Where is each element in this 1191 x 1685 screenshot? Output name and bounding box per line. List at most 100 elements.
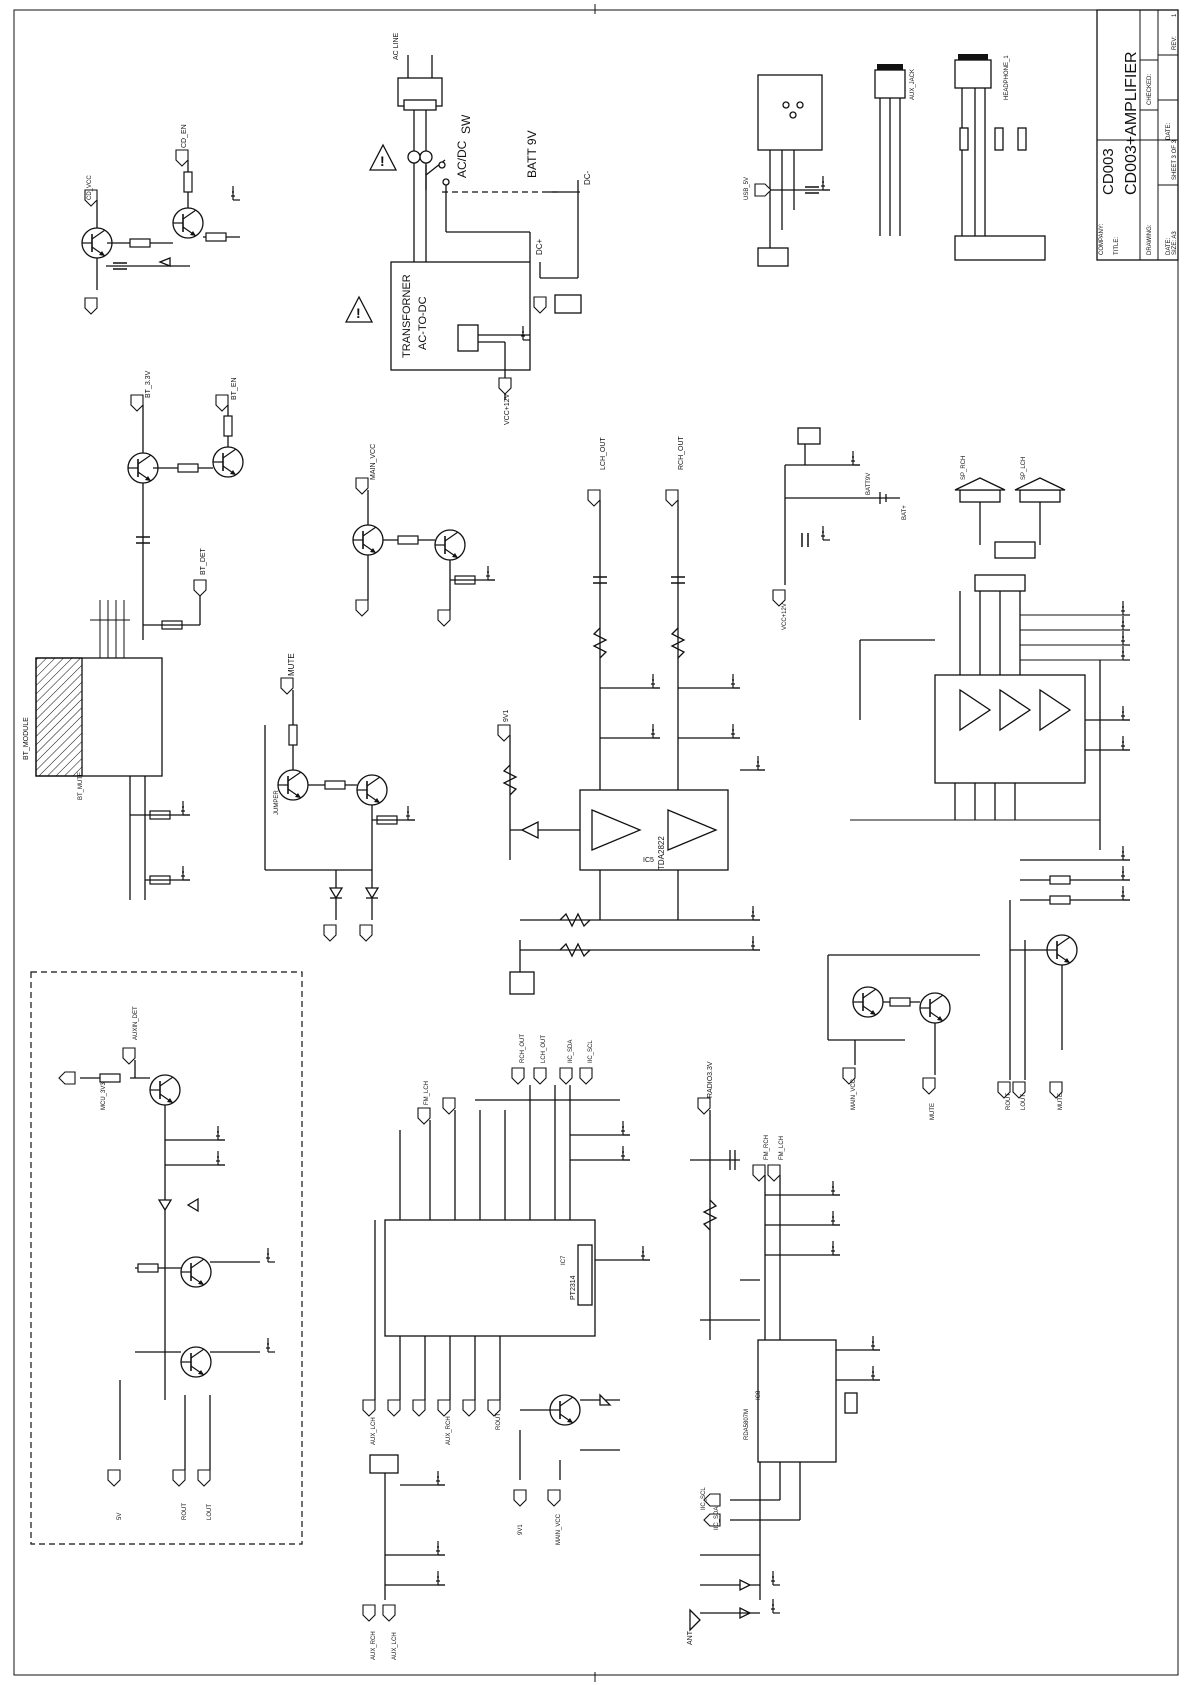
usb-5v-label: USB_5V	[744, 177, 750, 200]
mcu-3v-label: MCU_3V3	[101, 1082, 107, 1110]
usb-section: USB_5V HEADPHONE_1 AUX_JACK	[744, 54, 1046, 267]
bt-3v-label: BT_3.3V	[145, 370, 152, 398]
power-section: AC LINE ! ! AC/DC SW BATT 9V DC-	[344, 32, 592, 425]
sp-rch-label: SP_RCH	[961, 456, 967, 480]
headphone-label: HEADPHONE_1	[1004, 55, 1010, 100]
radio-section: RDA5807M IC8 RADIO3.3V FM_RCH FM_LCH	[687, 1061, 881, 1645]
pt-fm-lch: FM_LCH	[424, 1081, 430, 1105]
antenna-icon	[689, 1608, 701, 1632]
sheet-border	[13, 9, 1179, 1676]
pt2314-box	[384, 1219, 596, 1337]
title-block: COMPANY: CD003 TITLE: CD003+AMPLIFIER DR…	[1096, 9, 1179, 261]
main-vcc-label: MAIN_VCC	[370, 444, 377, 480]
pt2314-label: PT2314	[570, 1275, 577, 1300]
title-sheet-label: SHEET 3 OF 3	[1172, 139, 1178, 180]
ic7-label: IC7	[561, 1255, 567, 1265]
mute-label-2: MUTE	[930, 1103, 936, 1120]
cd-en-label: CD_EN	[181, 124, 188, 148]
pt-lch-out: LCH_OUT	[541, 1035, 547, 1063]
title-company-label: COMPANY:	[1099, 223, 1105, 255]
bt-det-label: BT_DET	[200, 547, 207, 575]
v9-label: 9V1	[503, 709, 510, 722]
pt-rout: ROUT	[496, 1413, 502, 1430]
warning-icon	[368, 143, 398, 171]
rch-out-label-2: ROUT	[1006, 1093, 1012, 1110]
pt-scl: IIC_SCL	[588, 1040, 594, 1063]
headphone-jack	[954, 59, 992, 89]
speaker-r	[954, 477, 1006, 491]
title-checked-label: CHECKED:	[1147, 74, 1153, 105]
tda-section: IC5 TDA2822 LCH_OUT RCH_OUT 9V1	[497, 435, 766, 995]
vcc12-label-1: VCC+12V	[504, 393, 511, 425]
dc-minus-label: DC-	[583, 170, 592, 185]
cd-vcc-label: CD_VCC	[87, 175, 93, 200]
v5-label: 5V	[117, 1513, 123, 1520]
mute-label: MUTE	[287, 653, 296, 676]
main-vcc-section: MAIN_VCC MUTE JUMPER	[264, 444, 496, 942]
rout-label: ROUT	[182, 1503, 188, 1520]
aux-jack-label: AUX_JACK	[910, 69, 916, 100]
fm-lch-label: FM_LCH	[779, 1136, 785, 1160]
pt-main-vcc: MAIN_VCC	[556, 1513, 562, 1545]
pt-aux-lch: AUX_LCH	[371, 1417, 377, 1445]
title-main: CD003+AMPLIFIER	[1123, 51, 1140, 195]
sw-label: SW	[459, 114, 473, 134]
bat-plus-label: BAT+	[902, 505, 908, 520]
vcc12-label-2: VCC+12V	[782, 603, 788, 630]
power-amp-section: BATT9V BAT+ VCC+12V SP_RCH SP_LCH	[772, 427, 1131, 1120]
title-date-label: DATE:	[1166, 237, 1172, 255]
cd-section: CD_VCC CD_EN	[81, 124, 241, 315]
lch-out-label-2: LOUT	[1021, 1094, 1027, 1110]
ac-to-dc-label: AC-TO-DC	[417, 296, 429, 350]
warning-icon-2	[344, 295, 374, 323]
aux-lch-label: AUX_LCH	[392, 1632, 398, 1660]
title-date-mid: DATE:	[1166, 122, 1172, 140]
title-rev-label: REV:	[1172, 36, 1178, 50]
rda-box	[757, 1339, 837, 1463]
iic-scl-label: IIC_SCL	[701, 1487, 707, 1510]
aux-det-label: AUXIN_DET	[133, 1006, 139, 1040]
title-drawing-label: DRAWING:	[1147, 224, 1153, 255]
bt-mute-label: BT_MUTE	[78, 772, 84, 800]
dc-plus-label: DC+	[535, 238, 544, 255]
ant-label: ANT	[687, 1630, 694, 1645]
aux-section: MCU_3V3 AUXIN_DET 5V ROUT LOUT	[30, 971, 303, 1545]
sp-lch-label: SP_LCH	[1021, 457, 1027, 480]
bt-section: BT_MODULE BT_3.3V BT_EN BT_DET	[23, 370, 244, 900]
transformer-label: TRANSFORNER	[401, 274, 413, 358]
usb-connector	[757, 74, 823, 151]
radio-3v3-label: RADIO3.3V	[707, 1061, 714, 1098]
iic-sda-label: IIC_SDA	[714, 1507, 720, 1530]
batt-9v-label: BATT9V	[866, 473, 872, 495]
aux-dashed-box	[30, 971, 303, 1545]
power-amp-box	[934, 674, 1086, 784]
pt-9v: 9V1	[518, 1524, 524, 1535]
bt-module-label: BT_MODULE	[23, 717, 30, 760]
svg-text:!: !	[356, 305, 361, 321]
speaker-l	[1014, 477, 1066, 491]
tda-ic5-label: IC5	[643, 857, 654, 864]
title-title-label: TITLE:	[1114, 237, 1120, 255]
rda-label: RDA5807M	[744, 1409, 750, 1440]
tda-label: TDA2822	[657, 836, 666, 870]
rch-out-label: RCH_OUT	[678, 435, 685, 470]
fm-rch-label: FM_RCH	[764, 1135, 770, 1160]
pt2314-section: PT2314 IC7 FM_LCH RCH_OUT LCH_OUT IIC_SD…	[362, 1034, 651, 1660]
pt-rch-out: RCH_OUT	[520, 1034, 526, 1063]
pt-sda: IIC_SDA	[568, 1040, 574, 1063]
pt-aux-rch: AUX_RCH	[446, 1416, 452, 1445]
lout-label: LOUT	[207, 1504, 213, 1520]
jumper-label: JUMPER	[274, 790, 280, 815]
title-size-label: SIZE: A3	[1172, 231, 1178, 255]
main-vcc-label-2: MAIN_VCC	[851, 1078, 857, 1110]
transformer-box	[390, 261, 531, 371]
acdc-label: AC/DC	[455, 140, 469, 178]
bt-module-hatch	[35, 657, 83, 777]
title-model: CD003	[1100, 148, 1117, 195]
aux-rch-label: AUX_RCH	[371, 1631, 377, 1660]
title-rev-value: 1	[1172, 13, 1178, 17]
lch-out-label: LCH_OUT	[600, 437, 607, 470]
batt-label: BATT 9V	[525, 130, 539, 178]
bt-en-label: BT_EN	[231, 377, 238, 400]
